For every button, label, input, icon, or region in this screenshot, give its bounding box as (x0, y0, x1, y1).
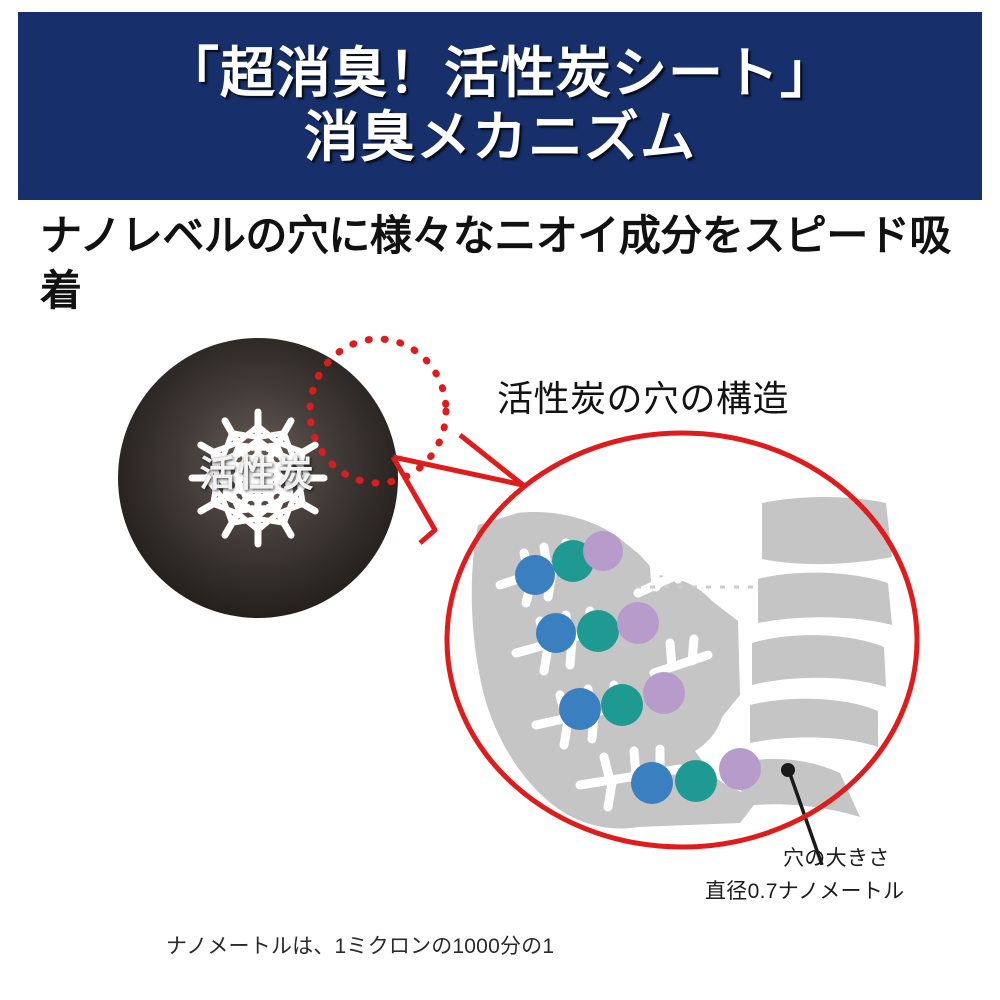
hole-size-annotation: 穴の大きさ 直径0.7ナノメートル (705, 843, 955, 908)
carbon-slab-4 (750, 698, 878, 747)
title-line-2: 消臭メカニズム (303, 106, 696, 168)
molecule-teal (601, 684, 643, 726)
hole-size-line-2: 直径0.7ナノメートル (705, 879, 905, 903)
carbon-slab-1 (762, 497, 892, 565)
carbon-slab-3 (752, 635, 886, 687)
subtitle-text: ナノレベルの穴に様々なニオイ成分をスピード吸着 (40, 212, 951, 315)
pore-structure-graphic (444, 430, 920, 866)
molecule-purple (583, 531, 623, 571)
hole-size-line-1: 穴の大きさ (783, 847, 890, 870)
carbon-particle-graphic (118, 338, 398, 618)
molecule-blue (631, 762, 673, 804)
leader-line-lower (390, 455, 438, 545)
molecule-blue (536, 613, 576, 653)
molecule-teal (577, 610, 619, 652)
footnote-text: ナノメートルは、1ミクロンの1000分の1 (166, 935, 555, 958)
molecule-purple (643, 672, 685, 714)
title-banner: 「超消臭！活性炭シート」 消臭メカニズム (18, 12, 982, 200)
molecule-blue (515, 555, 555, 595)
pore-structure-heading: 活性炭の穴の構造 (497, 378, 790, 419)
title-line-1: 「超消臭！活性炭シート」 (163, 42, 836, 105)
molecule-purple (719, 748, 761, 790)
molecule-blue (559, 688, 601, 730)
dotted-circle-icon (306, 335, 450, 487)
molecule-purple (617, 602, 659, 644)
magnifier-circle-outline (444, 430, 920, 850)
carbon-slab-2 (758, 572, 892, 625)
molecule-teal (675, 760, 717, 802)
magnified-pore-view (440, 425, 940, 866)
odour-molecules (515, 531, 761, 804)
